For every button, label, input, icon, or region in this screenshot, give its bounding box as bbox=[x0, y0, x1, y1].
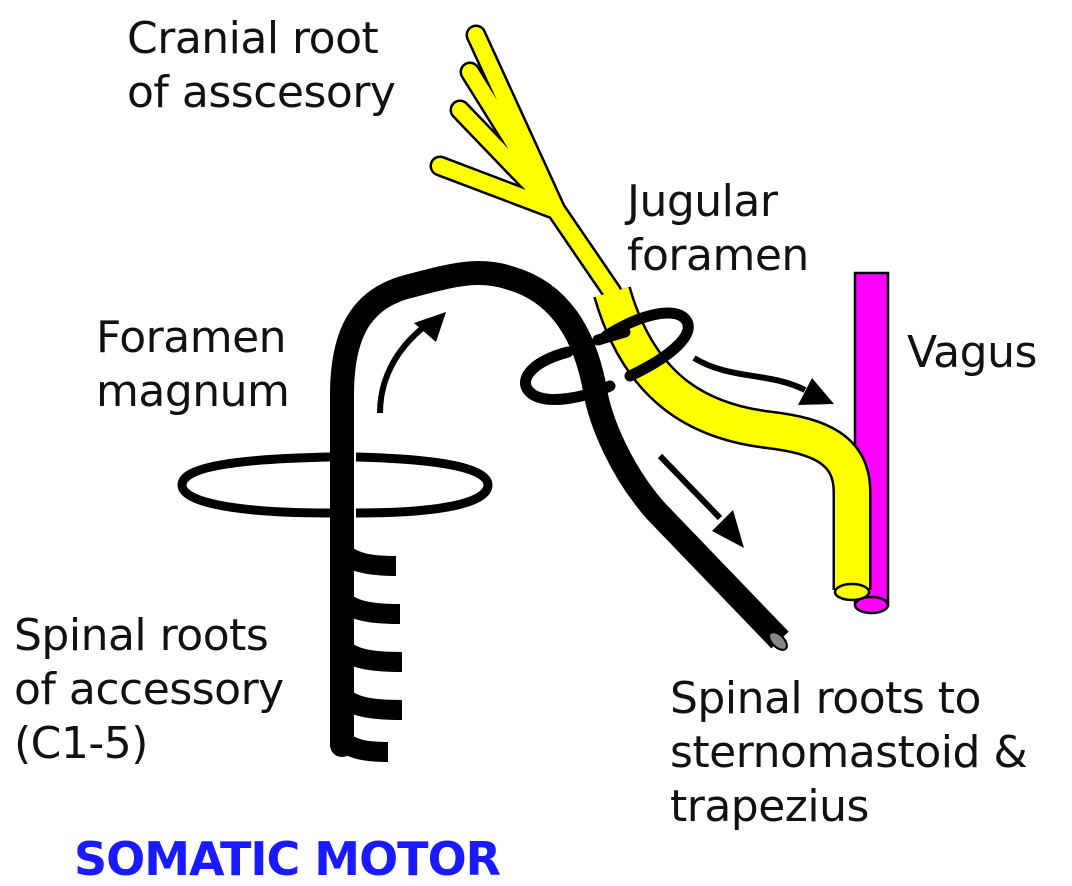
arrow-ascending bbox=[380, 312, 446, 413]
label-foramen-magnum-line2: magnum bbox=[96, 365, 289, 419]
label-vagus-text: Vagus bbox=[907, 326, 1037, 380]
label-cranial-root-line2: of asscesory bbox=[127, 66, 395, 120]
label-spinal-roots-accessory-line1: Spinal roots bbox=[14, 609, 284, 663]
label-spinal-roots-to-line2: sternomastoid & bbox=[670, 726, 1027, 780]
label-jugular-foramen-line2: foramen bbox=[627, 229, 809, 283]
label-spinal-roots-accessory: Spinal roots of accessory (C1-5) bbox=[14, 609, 284, 771]
label-foramen-magnum-line1: Foramen bbox=[96, 311, 289, 365]
label-jugular-foramen: Jugular foramen bbox=[627, 175, 809, 283]
label-cranial-root-line1: Cranial root bbox=[127, 12, 395, 66]
label-jugular-foramen-line1: Jugular bbox=[627, 175, 809, 229]
label-vagus: Vagus bbox=[907, 326, 1037, 380]
label-spinal-roots-to-line1: Spinal roots to bbox=[670, 672, 1027, 726]
label-spinal-roots-to: Spinal roots to sternomastoid & trapeziu… bbox=[670, 672, 1027, 834]
footer-somatic-motor: SOMATIC MOTOR bbox=[74, 832, 500, 886]
label-spinal-roots-accessory-line3: (C1-5) bbox=[14, 717, 284, 771]
label-foramen-magnum: Foramen magnum bbox=[96, 311, 289, 419]
label-spinal-roots-to-line3: trapezius bbox=[670, 780, 1027, 834]
label-spinal-roots-accessory-line2: of accessory bbox=[14, 663, 284, 717]
label-cranial-root: Cranial root of asscesory bbox=[127, 12, 395, 120]
